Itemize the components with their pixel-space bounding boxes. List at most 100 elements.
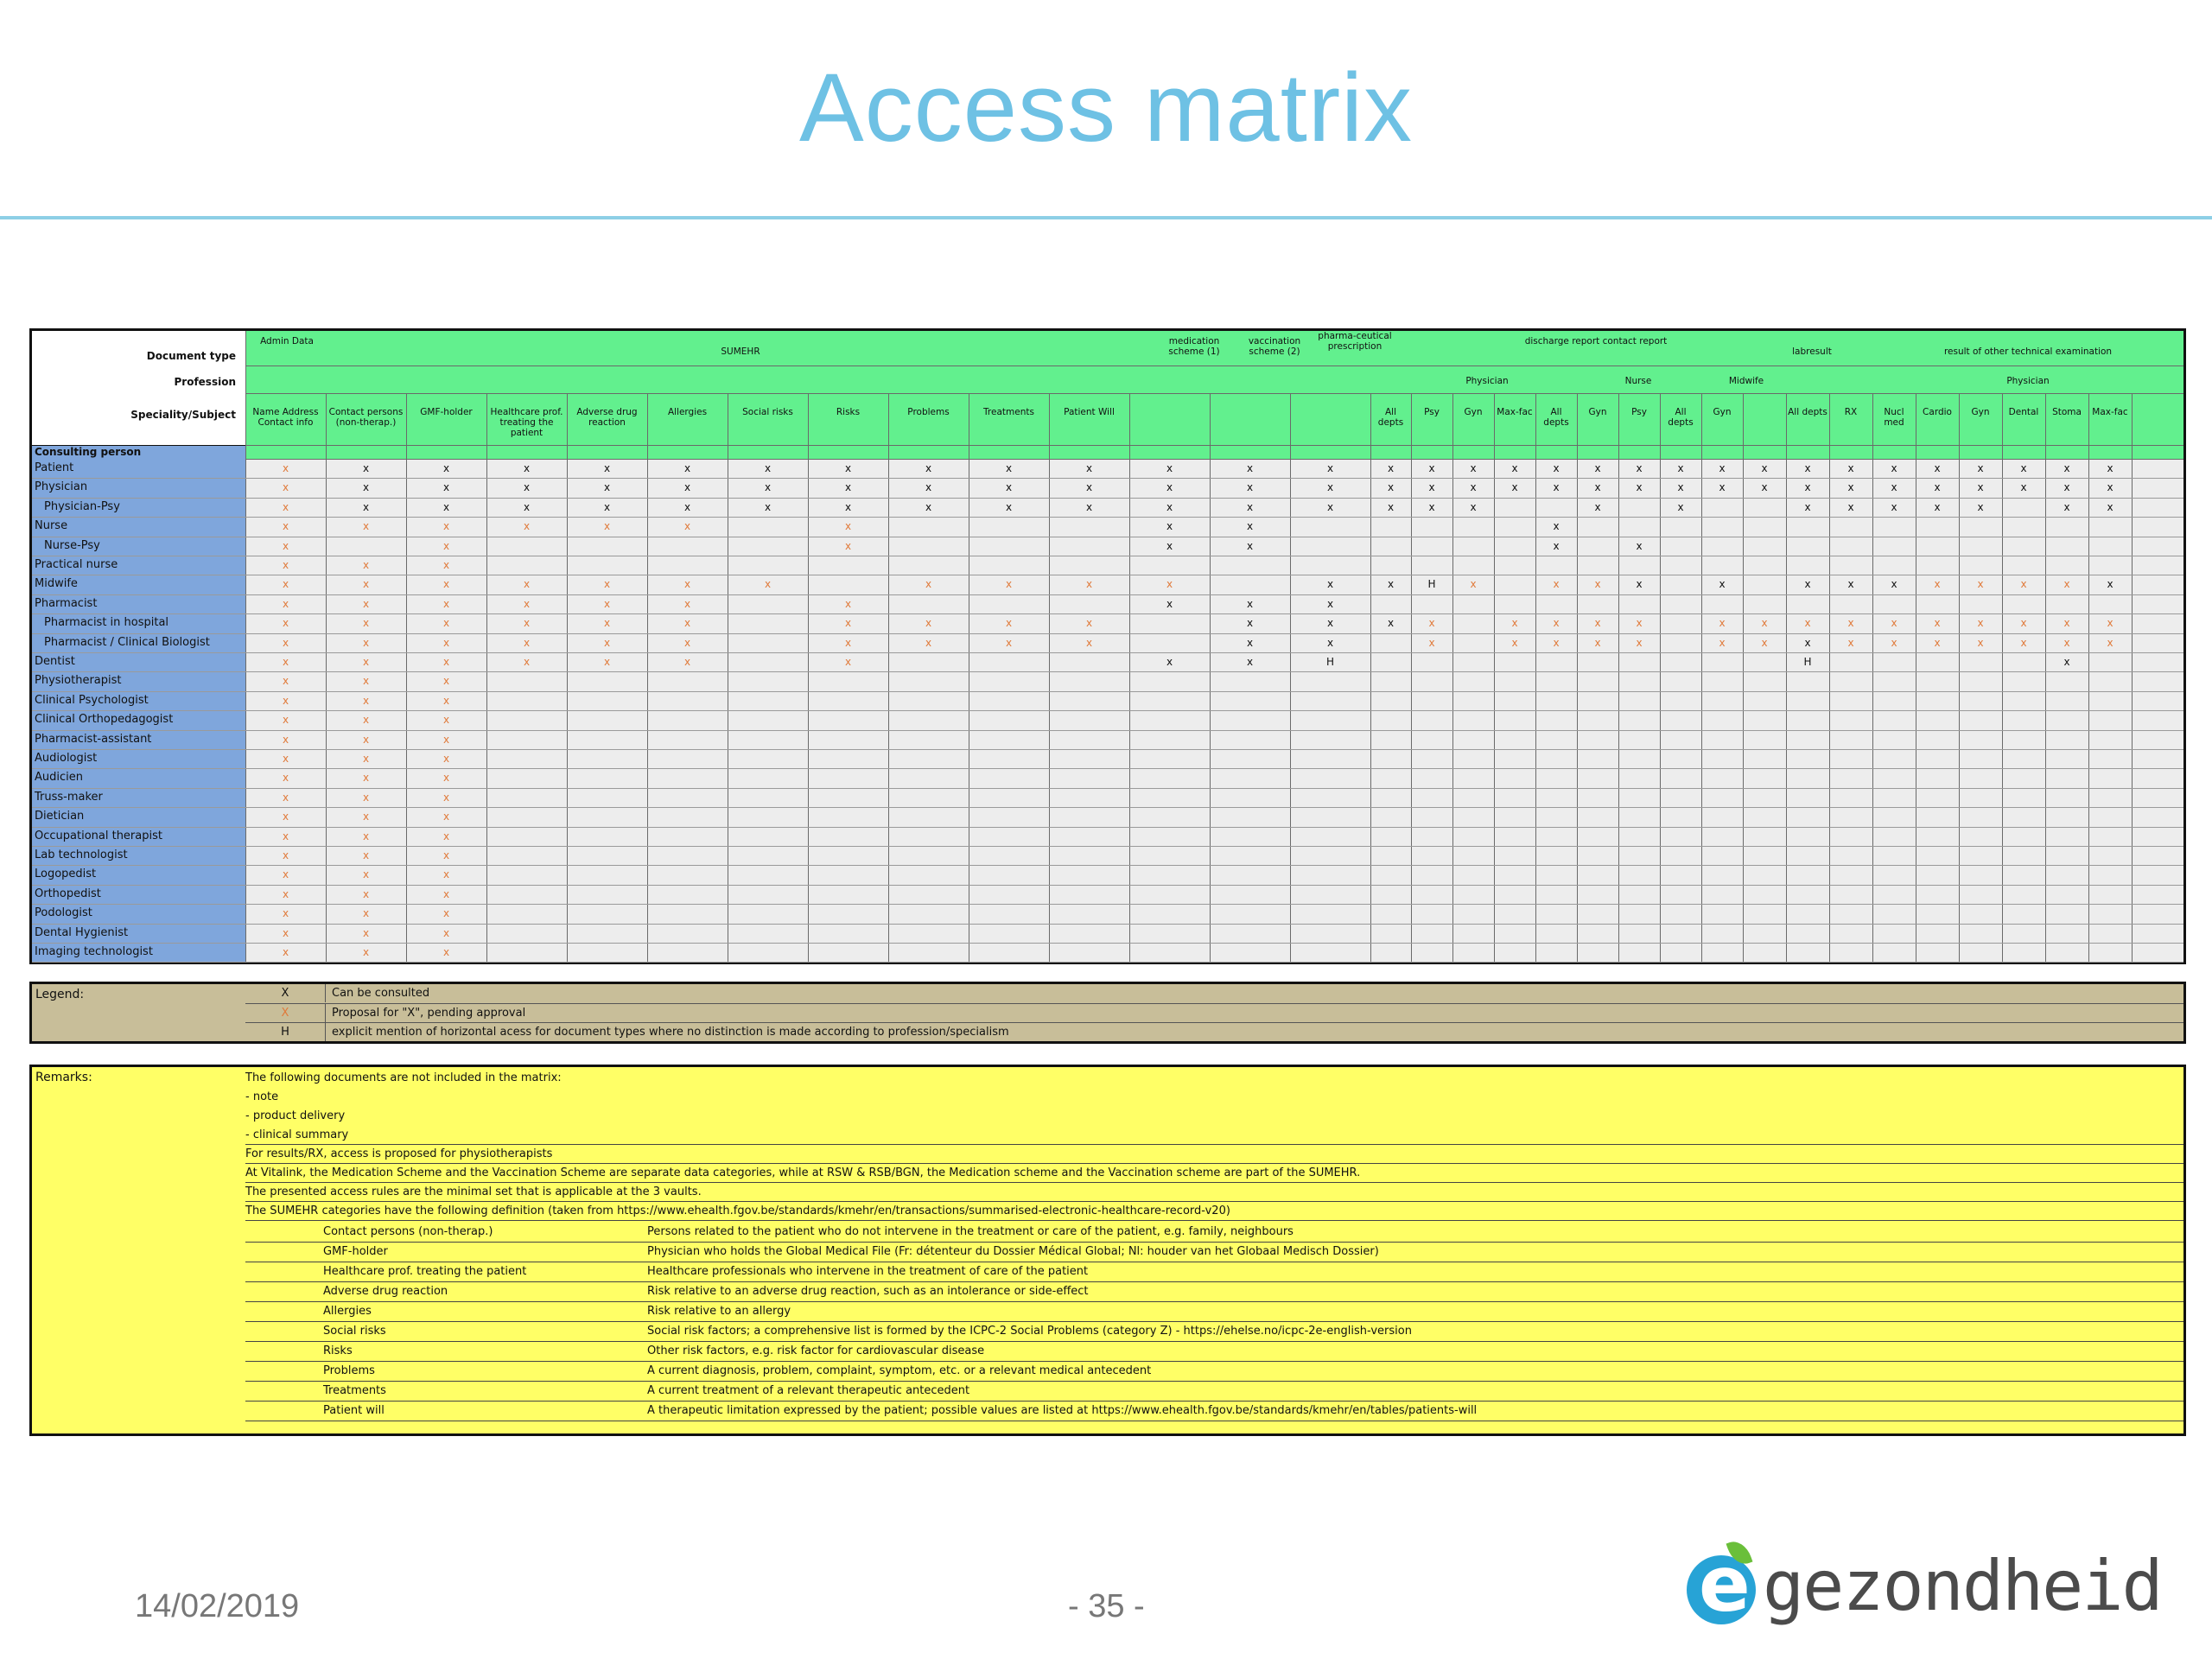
grid-row-line xyxy=(32,497,2183,499)
matrix-cell-mark: x xyxy=(1719,462,1726,474)
matrix-cell-mark: x xyxy=(1891,617,1897,630)
grid-column-line xyxy=(1049,393,1050,962)
matrix-cell-mark: x xyxy=(844,520,852,533)
group-other-exam: result of other technical examination xyxy=(1943,346,2113,357)
row-label: Pharmacist / Clinical Biologist xyxy=(44,635,210,649)
matrix-cell-mark: x xyxy=(442,559,450,571)
definition-term: Healthcare prof. treating the patient xyxy=(323,1265,527,1278)
column-header xyxy=(1745,407,1784,445)
grid-row-line xyxy=(32,749,2183,750)
matrix-cell-mark: x xyxy=(1891,481,1897,494)
matrix-cell-mark: x xyxy=(282,481,289,494)
matrix-cell-mark: x xyxy=(442,578,450,591)
matrix-cell-mark: x xyxy=(1553,462,1560,474)
matrix-cell-mark: x xyxy=(282,539,289,552)
grid-row-line xyxy=(32,787,2183,789)
matrix-cell-mark: x xyxy=(362,907,370,920)
matrix-cell-mark: x xyxy=(442,810,450,823)
matrix-cell-mark: x xyxy=(523,520,531,533)
matrix-cell-mark: x xyxy=(282,500,289,513)
row-label: Physician xyxy=(35,480,88,494)
grid-header-line xyxy=(245,459,2183,460)
matrix-cell-mark: x xyxy=(683,500,691,513)
matrix-cell-mark: x xyxy=(282,714,289,727)
matrix-cell-mark: x xyxy=(362,520,370,533)
matrix-cell-mark: x xyxy=(1428,500,1435,513)
matrix-cell-mark: x xyxy=(282,636,289,649)
column-header: Gyn xyxy=(1464,407,1483,417)
row-label: Physician-Psy xyxy=(44,499,120,513)
matrix-cell-mark: x xyxy=(523,462,531,474)
matrix-cell-mark: x xyxy=(1977,636,1984,649)
definition-text: Physician who holds the Global Medical F… xyxy=(647,1245,1379,1258)
matrix-cell-mark: x xyxy=(362,946,370,958)
matrix-cell-mark: x xyxy=(282,810,289,823)
matrix-cell-mark: x xyxy=(1977,578,1984,591)
definition-text: Persons related to the patient who do no… xyxy=(647,1225,1294,1238)
matrix-cell-mark: x xyxy=(1677,481,1684,494)
matrix-cell-mark: x xyxy=(362,636,370,649)
row-label: Orthopedist xyxy=(35,887,101,900)
column-header: RX xyxy=(1844,407,1858,417)
grid-row-line xyxy=(32,690,2183,692)
matrix-cell-mark: x xyxy=(362,887,370,900)
column-header xyxy=(1211,407,1288,445)
column-header: Max-fac xyxy=(1497,407,1533,417)
matrix-cell-mark: x xyxy=(282,753,289,765)
matrix-cell-mark: x xyxy=(1511,636,1518,649)
grid-row-line xyxy=(32,671,2183,673)
matrix-cell-mark: x xyxy=(1804,481,1811,494)
slide-title: Access matrix xyxy=(799,54,1413,162)
row-label: Pharmacist xyxy=(35,596,98,610)
column-header xyxy=(1131,407,1208,445)
label-consulting-person: Consulting person xyxy=(35,446,142,458)
matrix-cell-mark: x xyxy=(282,907,289,920)
row-label: Dietician xyxy=(35,810,85,823)
subgroup-physician-results: Physician xyxy=(2006,376,2050,386)
row-label: Audicien xyxy=(35,771,83,785)
matrix-cell-mark: x xyxy=(844,656,852,668)
grid-column-line xyxy=(1535,393,1536,962)
row-label: Nurse xyxy=(35,519,68,533)
column-header: Allergies xyxy=(667,407,708,417)
matrix-cell-mark: x xyxy=(2063,578,2070,591)
matrix-cell-mark: x xyxy=(1891,636,1897,649)
matrix-cell-mark: x xyxy=(603,636,611,649)
matrix-cell-mark: x xyxy=(1428,481,1435,494)
matrix-cell-mark: x xyxy=(603,617,611,630)
matrix-cell-mark: x xyxy=(1387,481,1395,494)
grid-row-line xyxy=(32,729,2183,731)
matrix-cell-mark: x xyxy=(362,578,370,591)
column-header: Gyn xyxy=(1588,407,1607,417)
matrix-cell-mark: x xyxy=(442,520,450,533)
matrix-cell-mark: x xyxy=(442,946,450,958)
matrix-cell-mark: x xyxy=(1085,578,1093,591)
matrix-cell-mark: x xyxy=(282,830,289,842)
matrix-cell-mark: x xyxy=(1387,617,1395,630)
matrix-cell-mark: x xyxy=(1005,578,1013,591)
row-label: Logopedist xyxy=(35,868,97,881)
matrix-cell-mark: x xyxy=(1511,617,1518,630)
matrix-cell-mark: x xyxy=(1977,462,1984,474)
definition-term: Risks xyxy=(323,1344,353,1357)
matrix-cell-mark: x xyxy=(1326,500,1334,513)
matrix-cell-mark: x xyxy=(764,578,772,591)
remark-line: For results/RX, access is proposed for p… xyxy=(245,1145,2183,1164)
column-header: Gyn xyxy=(1713,407,1732,417)
matrix-cell-mark: x xyxy=(282,675,289,688)
row-label: Patient xyxy=(35,461,74,474)
matrix-cell-mark: x xyxy=(2020,636,2027,649)
header-left-area xyxy=(32,331,245,445)
column-header: Treatments xyxy=(983,407,1034,417)
egezondheid-logo: e gezondheid xyxy=(1685,1537,2164,1633)
group-pharma: pharma-ceutical prescription xyxy=(1318,331,1392,352)
grid-column-line xyxy=(1786,393,1787,962)
matrix-cell-mark: x xyxy=(1553,578,1560,591)
matrix-cell-mark: x xyxy=(442,636,450,649)
matrix-cell-mark: x xyxy=(1636,617,1643,630)
matrix-cell-mark: x xyxy=(1246,597,1254,610)
grid-row-line xyxy=(32,943,2183,944)
